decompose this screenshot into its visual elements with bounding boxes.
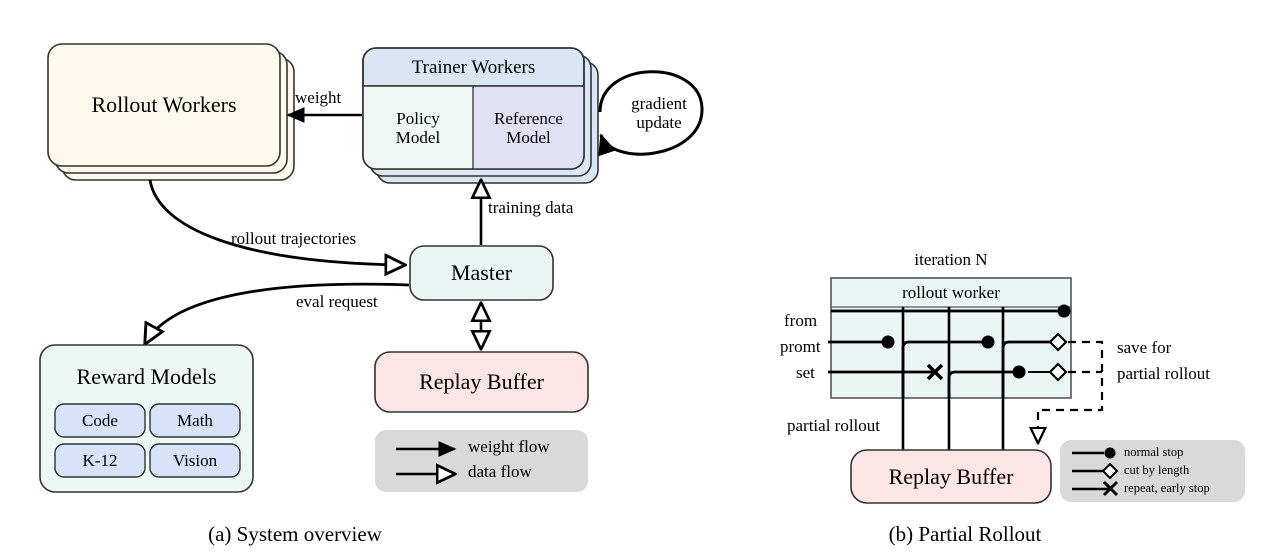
legend-b-item-repeat-early-stop: repeat, early stop: [1124, 481, 1210, 495]
policy-model-line2: Model: [395, 128, 441, 147]
reward-model-vision[interactable]: Vision: [172, 450, 218, 470]
edge-gradient-update: [598, 70, 704, 157]
replay-buffer-label-a: Replay Buffer: [419, 369, 544, 394]
partial-rollout-drop-lines: [901, 307, 1005, 452]
iteration-label: iteration N: [914, 250, 988, 269]
from-prompt-set-line1: from: [784, 311, 818, 330]
gradient-update-line2: update: [636, 113, 682, 132]
save-for-label-line1: save for: [1117, 338, 1172, 357]
save-for-partial-rollout-path: [1038, 340, 1104, 443]
trainer-workers-label: Trainer Workers: [411, 57, 536, 78]
edge-eval-request: [145, 282, 410, 344]
edge-label-weight: weight: [295, 88, 342, 107]
legend-panel-a: [375, 430, 588, 492]
reward-model-code[interactable]: Code: [82, 410, 118, 430]
edge-rollout-trajectories: [148, 179, 405, 265]
rollout-worker-label: rollout worker: [902, 283, 1000, 302]
from-prompt-set-line3: set: [796, 363, 815, 382]
reference-model-cell[interactable]: Reference Model: [473, 92, 584, 164]
partial-rollout-label: partial rollout: [787, 416, 881, 435]
policy-model-line1: Policy: [396, 108, 440, 128]
legend-b-item-cut-by-length: cut by length: [1124, 463, 1190, 477]
legend-a-item-data-flow: data flow: [468, 462, 532, 481]
edge-label-gradient-update: gradient update: [614, 92, 704, 136]
edge-label-eval-request: eval request: [296, 292, 378, 311]
replay-buffer-node-b[interactable]: [850, 449, 1052, 504]
trajectory-row-0: [831, 304, 1071, 318]
replay-buffer-node-a[interactable]: [374, 351, 589, 413]
reward-models-node[interactable]: [39, 344, 254, 493]
reference-model-line2: Model: [506, 128, 551, 147]
legend-b-item-normal-stop: normal stop: [1124, 445, 1184, 459]
reward-model-math[interactable]: Math: [177, 410, 213, 430]
master-node[interactable]: [409, 245, 554, 301]
trainer-workers-node[interactable]: [362, 47, 599, 184]
master-label: Master: [450, 260, 513, 285]
edge-label-rollout-trajectories: rollout trajectories: [231, 229, 357, 248]
reward-model-k12[interactable]: K-12: [82, 450, 118, 470]
replay-buffer-label-b: Replay Buffer: [888, 463, 1014, 489]
edge-label-training-data: training data: [488, 198, 574, 217]
legend-panel-b: [1060, 440, 1245, 502]
reward-models-label: Reward Models: [76, 364, 217, 389]
gradient-update-line1: gradient: [631, 94, 687, 114]
caption-panel-b: (b) Partial Rollout: [888, 521, 1042, 546]
reference-model-line1: Reference: [494, 108, 563, 128]
legend-a-item-weight-flow: weight flow: [468, 437, 550, 456]
policy-model-cell[interactable]: Policy Model: [363, 92, 473, 164]
rollout-workers-label: Rollout Workers: [91, 92, 237, 117]
rollout-worker-box[interactable]: [830, 277, 1072, 399]
from-prompt-set-line2: promt: [780, 337, 821, 356]
caption-panel-a: (a) System overview: [208, 521, 382, 546]
save-for-label-line2: partial rollout: [1117, 364, 1211, 383]
